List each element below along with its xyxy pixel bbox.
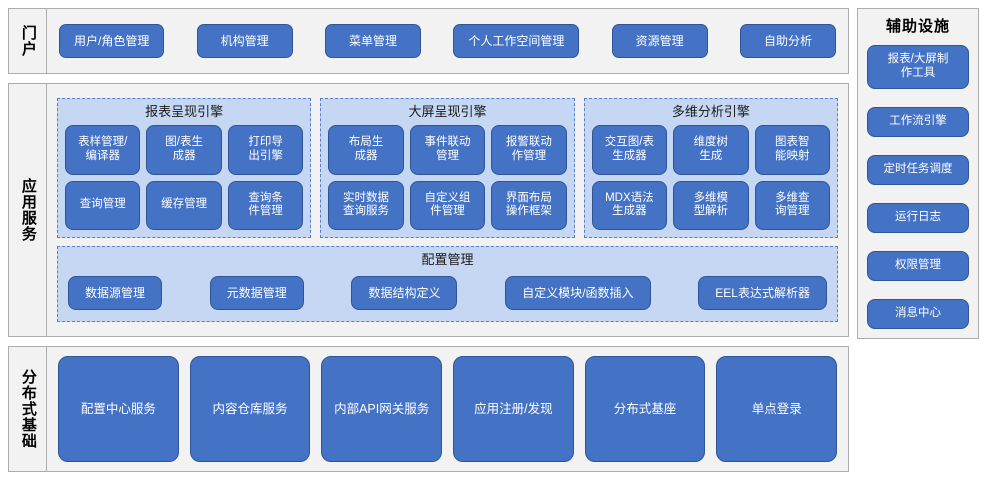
aux-item-message-center[interactable]: 消息中心 xyxy=(867,298,969,329)
dist-item-internal-api-gateway-service[interactable]: 内部API网关服务 xyxy=(321,356,443,462)
config-management-items: 数据源管理 元数据管理 数据结构定义 自定义模块/函数插入 EEL表达式解析器 xyxy=(68,273,827,312)
report-item-cache-management[interactable]: 缓存管理 xyxy=(146,180,222,230)
aux-item-scheduled-task-scheduler[interactable]: 定时任务调度 xyxy=(867,154,969,185)
report-item-template-compiler[interactable]: 表样管理/ 编译器 xyxy=(65,125,141,175)
olap-item-multidim-model-parsing[interactable]: 多维模 型解析 xyxy=(673,180,749,230)
olap-item-chart-smart-mapping[interactable]: 图表智 能映射 xyxy=(754,125,830,175)
config-item-data-structure-definition[interactable]: 数据结构定义 xyxy=(351,275,458,310)
olap-item-multidim-query-management[interactable]: 多维查 询管理 xyxy=(754,180,830,230)
aux-item-permission-management[interactable]: 权限管理 xyxy=(867,250,969,281)
distributed-foundation-items: 配置中心服务 内容仓库服务 内部API网关服务 应用注册/发现 分布式基座 单点… xyxy=(47,347,848,471)
engine-grid-bigscreen: 布局生 成器 事件联动 管理 报警联动 作管理 实时数据 查询服务 自定义组 件… xyxy=(328,125,567,230)
olap-item-interactive-chart-generator[interactable]: 交互图/表 生成器 xyxy=(591,125,668,175)
engine-panel-bigscreen: 大屏呈现引擎 布局生 成器 事件联动 管理 报警联动 作管理 实时数据 查询服务… xyxy=(320,98,575,238)
bigscreen-item-alarm-action-management[interactable]: 报警联动 作管理 xyxy=(491,125,567,175)
auxiliary-facilities-title: 辅助设施 xyxy=(885,18,950,35)
portal-item-resource[interactable]: 资源管理 xyxy=(611,24,708,58)
portal-item-workspace[interactable]: 个人工作空间管理 xyxy=(453,24,580,58)
bigscreen-item-custom-component-management[interactable]: 自定义组 件管理 xyxy=(409,180,486,230)
engine-title-report: 报表呈现引擎 xyxy=(145,104,224,119)
bigscreen-item-ui-layout-framework[interactable]: 界面布局 操作框架 xyxy=(491,180,567,230)
engine-panel-olap: 多维分析引擎 交互图/表 生成器 维度树 生成 图表智 能映射 MDX语法 生成… xyxy=(583,98,838,238)
dist-item-config-center-service[interactable]: 配置中心服务 xyxy=(58,356,179,462)
dist-item-distributed-base[interactable]: 分布式基座 xyxy=(584,356,706,462)
config-management-panel: 配置管理 数据源管理 元数据管理 数据结构定义 自定义模块/函数插入 EEL表达… xyxy=(57,246,838,322)
portal-item-menu[interactable]: 菜单管理 xyxy=(325,24,421,58)
config-item-metadata-management[interactable]: 元数据管理 xyxy=(209,275,304,310)
main-column: 门户 用户/角色管理 机构管理 菜单管理 个人工作空间管理 资源管理 自助分析 … xyxy=(8,8,849,475)
report-item-query-management[interactable]: 查询管理 xyxy=(65,180,141,230)
olap-item-mdx-syntax-generator[interactable]: MDX语法 生成器 xyxy=(591,180,668,230)
application-services-band-label: 应用服务 xyxy=(9,84,47,336)
dist-item-single-sign-on[interactable]: 单点登录 xyxy=(716,356,838,462)
engine-grid-olap: 交互图/表 生成器 维度树 生成 图表智 能映射 MDX语法 生成器 多维模 型… xyxy=(591,125,830,230)
dist-item-content-repository-service[interactable]: 内容仓库服务 xyxy=(189,356,311,462)
config-item-datasource-management[interactable]: 数据源管理 xyxy=(68,275,163,310)
engine-grid-report: 表样管理/ 编译器 图/表生 成器 打印导 出引擎 查询管理 缓存管理 查询条 … xyxy=(65,125,304,230)
engine-row: 报表呈现引擎 表样管理/ 编译器 图/表生 成器 打印导 出引擎 查询管理 缓存… xyxy=(57,98,838,238)
portal-item-self-service-analysis[interactable]: 自助分析 xyxy=(740,24,836,58)
portal-items: 用户/角色管理 机构管理 菜单管理 个人工作空间管理 资源管理 自助分析 xyxy=(47,9,848,73)
application-services-body: 报表呈现引擎 表样管理/ 编译器 图/表生 成器 打印导 出引擎 查询管理 缓存… xyxy=(47,84,848,336)
config-management-title: 配置管理 xyxy=(421,252,474,267)
portal-band: 门户 用户/角色管理 机构管理 菜单管理 个人工作空间管理 资源管理 自助分析 xyxy=(8,8,849,74)
auxiliary-facilities-panel: 辅助设施 报表/大屏制 作工具 工作流引擎 定时任务调度 运行日志 权限管理 消… xyxy=(857,8,979,339)
report-item-chart-generator[interactable]: 图/表生 成器 xyxy=(146,125,222,175)
bigscreen-item-layout-generator[interactable]: 布局生 成器 xyxy=(328,125,404,175)
engine-title-bigscreen: 大屏呈现引擎 xyxy=(408,104,487,119)
config-item-eel-expression-parser[interactable]: EEL表达式解析器 xyxy=(698,275,827,310)
portal-item-org[interactable]: 机构管理 xyxy=(196,24,293,58)
olap-item-dimension-tree-generation[interactable]: 维度树 生成 xyxy=(673,125,749,175)
dist-item-app-registry-discovery[interactable]: 应用注册/发现 xyxy=(453,356,574,462)
aux-item-report-bigscreen-authoring-tool[interactable]: 报表/大屏制 作工具 xyxy=(867,44,969,89)
distributed-foundation-band-label: 分布式基础 xyxy=(9,347,47,471)
report-item-query-condition-management[interactable]: 查询条 件管理 xyxy=(227,180,304,230)
application-services-band: 应用服务 报表呈现引擎 表样管理/ 编译器 图/表生 成器 打印导 出引擎 查询… xyxy=(8,83,849,337)
bigscreen-item-realtime-data-query-service[interactable]: 实时数据 查询服务 xyxy=(328,180,404,230)
distributed-foundation-band: 分布式基础 配置中心服务 内容仓库服务 内部API网关服务 应用注册/发现 分布… xyxy=(8,346,849,472)
report-item-print-export-engine[interactable]: 打印导 出引擎 xyxy=(227,125,304,175)
portal-band-label: 门户 xyxy=(9,9,47,73)
engine-panel-report: 报表呈现引擎 表样管理/ 编译器 图/表生 成器 打印导 出引擎 查询管理 缓存… xyxy=(57,98,312,238)
portal-item-user-role[interactable]: 用户/角色管理 xyxy=(59,24,165,58)
aux-item-workflow-engine[interactable]: 工作流引擎 xyxy=(867,106,969,137)
auxiliary-facilities-items: 报表/大屏制 作工具 工作流引擎 定时任务调度 运行日志 权限管理 消息中心 xyxy=(867,44,969,330)
config-item-custom-module-function[interactable]: 自定义模块/函数插入 xyxy=(505,275,651,310)
bigscreen-item-event-linkage-management[interactable]: 事件联动 管理 xyxy=(409,125,486,175)
engine-title-olap: 多维分析引擎 xyxy=(671,104,750,119)
aux-item-runtime-log[interactable]: 运行日志 xyxy=(867,202,969,233)
